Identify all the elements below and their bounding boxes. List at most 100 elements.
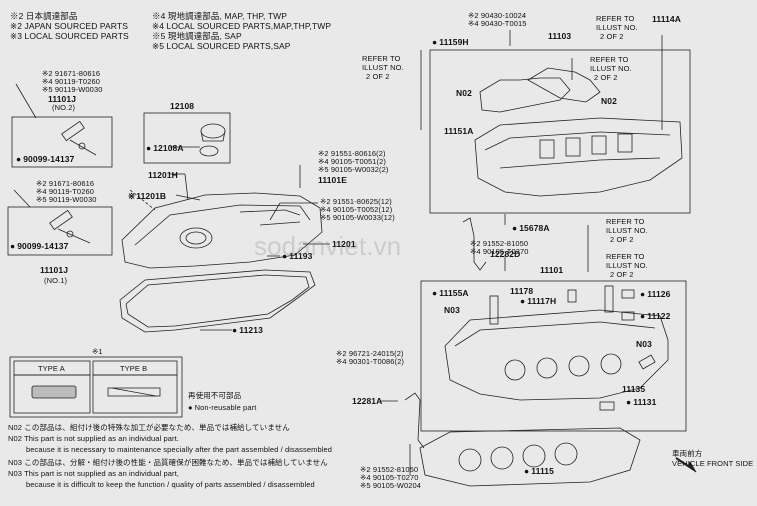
part-label[interactable]: ※5 90105-W0204 <box>360 481 422 490</box>
part-label[interactable]: 11151A <box>444 126 474 136</box>
part-label[interactable]: 12282D <box>490 249 521 259</box>
note-line: N03 This part is not supplied as an indi… <box>8 469 179 478</box>
legend-line-2: ※2 JAPAN SOURCED PARTS <box>10 21 128 31</box>
part-label[interactable]: 90099-14137 <box>16 155 74 164</box>
part-label[interactable]: 11101J <box>40 265 69 275</box>
part-label[interactable]: ※5 90105-W0033(12) <box>320 213 395 222</box>
part-label[interactable]: ※2 91551-80625(12) <box>320 197 392 206</box>
oil-filler-cap-box <box>143 112 231 164</box>
part-label[interactable]: 11159H <box>432 38 469 47</box>
part-label[interactable]: ※4 90105-T0051(2) <box>318 157 387 166</box>
part-label[interactable]: 90099-14137 <box>10 242 68 251</box>
vehicle-front-arrow <box>687 461 697 473</box>
part-label[interactable]: 11201 <box>332 239 356 249</box>
part-label: REFER TO <box>606 252 645 261</box>
part-label[interactable]: ※2 91552-81050 <box>360 465 419 474</box>
part-label[interactable]: ※2 91671-80616 <box>42 69 101 78</box>
note-line: N02 この部品は、組付け後の特殊な加工が必要なため、単品では補給していません <box>8 423 290 432</box>
part-label[interactable]: 11101 <box>540 265 564 275</box>
part-label[interactable]: N02 <box>456 88 472 98</box>
part-label[interactable]: ※2 91551-80616(2) <box>318 149 386 158</box>
reuse-en-label: Non-reusable part <box>188 404 257 412</box>
part-label: 2 OF 2 <box>366 72 390 81</box>
part-label[interactable]: ※4 90430-T0015 <box>468 19 527 28</box>
part-label[interactable]: 11155A <box>432 289 469 298</box>
part-label[interactable]: 12108 <box>170 101 195 111</box>
type-a-symbol <box>31 385 77 399</box>
part-label[interactable]: 11131 <box>626 398 656 407</box>
type-box-star: ※1 <box>92 347 103 356</box>
part-label: REFER TO <box>590 55 629 64</box>
cylinder-head-outline <box>444 309 669 401</box>
part-label: ILLUST NO. <box>590 64 632 73</box>
type-b-label: TYPE B <box>120 364 148 373</box>
part-label[interactable]: 11122 <box>640 312 670 321</box>
part-label[interactable]: 11178 <box>510 286 534 296</box>
part-label[interactable]: N03 <box>444 305 460 315</box>
part-label[interactable]: 15678A <box>512 224 550 233</box>
part-label[interactable]: ※4 90119-T0260 <box>42 77 101 86</box>
part-label: ILLUST NO. <box>606 226 648 235</box>
legend-line-5: ※4 LOCAL SOURCED PARTS,MAP,THP,TWP <box>152 21 332 31</box>
part-label[interactable]: N03 <box>636 339 652 349</box>
part-label[interactable]: ※4 90105-T0052(12) <box>320 205 393 214</box>
part-label[interactable]: 11101J <box>48 94 77 104</box>
part-label: REFER TO <box>596 14 635 23</box>
part-label[interactable]: 11115 <box>524 467 554 476</box>
part-label[interactable]: 11103 <box>548 31 572 41</box>
part-label[interactable]: 11201B <box>128 192 166 201</box>
part-label: REFER TO <box>606 217 645 226</box>
part-label[interactable]: N02 <box>601 96 617 106</box>
legend-line-3: ※3 LOCAL SOURCED PARTS <box>10 31 129 41</box>
part-label[interactable]: ※4 90301-T0086(2) <box>336 357 405 366</box>
part-label[interactable]: 12108A <box>146 144 184 153</box>
camshaft-housing-outline <box>474 117 683 197</box>
part-label[interactable]: ※2 91552-81050 <box>470 239 529 248</box>
part-label[interactable]: ※5 90105-W0032(2) <box>318 165 389 174</box>
type-b-symbol <box>107 387 161 397</box>
vvt-valve-no2-drawing <box>15 83 97 156</box>
part-label[interactable]: 12281A <box>352 396 383 406</box>
legend-line-4: ※4 現地調達部品, MAP, THP, TWP <box>152 11 287 21</box>
part-label[interactable]: ※5 90119-W0030 <box>42 85 103 94</box>
part-label: ILLUST NO. <box>362 63 404 72</box>
part-label[interactable]: 11135 <box>622 384 646 394</box>
legend-line-1: ※2 日本調達部品 <box>10 11 78 21</box>
vvt-valve-no1-box <box>7 206 113 256</box>
legend-line-7: ※5 LOCAL SOURCED PARTS,SAP <box>152 41 291 51</box>
vvt-valve-no2-box <box>11 116 113 168</box>
part-label[interactable]: 11101E <box>318 175 347 185</box>
part-label[interactable]: 11126 <box>640 290 670 299</box>
vvt-valve-no1-drawing <box>13 189 91 244</box>
part-label: ILLUST NO. <box>606 261 648 270</box>
part-label[interactable]: ※2 90430-10024 <box>468 11 527 20</box>
part-label[interactable]: ※4 90119-T0260 <box>36 187 95 196</box>
vehicle-front-en: VEHICLE FRONT SIDE <box>672 459 754 468</box>
part-label: (NO.1) <box>44 276 68 285</box>
part-label[interactable]: 11201H <box>148 170 178 180</box>
reuse-jp-label: 再使用不可部品 <box>188 391 242 400</box>
part-label[interactable]: ※5 90119-W0030 <box>36 195 97 204</box>
note-line: because it is necessary to maintenance s… <box>26 445 333 454</box>
part-label[interactable]: ※2 96721-24015(2) <box>336 349 404 358</box>
cylinder-head-box <box>420 280 687 432</box>
part-label: (NO.2) <box>52 103 76 112</box>
part-label[interactable]: ※4 90105-T0270 <box>470 247 529 256</box>
head-gasket-outline <box>419 427 641 487</box>
cover-gasket-outline <box>119 269 316 333</box>
part-label[interactable]: 11213 <box>232 326 263 335</box>
part-label[interactable]: 11114A <box>652 14 681 24</box>
camshaft-bearing-cap-2 <box>527 67 601 103</box>
type-a-label: TYPE A <box>38 364 65 373</box>
cylinder-head-cover-outline <box>121 192 323 269</box>
vehicle-front-jp: 車両前方 <box>672 449 703 458</box>
oil-filler-cap <box>200 123 226 139</box>
part-label: ILLUST NO. <box>596 23 638 32</box>
part-label[interactable]: ※2 91671-80616 <box>36 179 95 188</box>
part-label[interactable]: 11117H <box>520 297 556 306</box>
camshaft-housing-box <box>429 49 691 214</box>
part-label[interactable]: 11193 <box>282 252 312 261</box>
part-label[interactable]: ※4 90105-T0270 <box>360 473 419 482</box>
camshaft-bearing-cap-1 <box>479 77 571 113</box>
